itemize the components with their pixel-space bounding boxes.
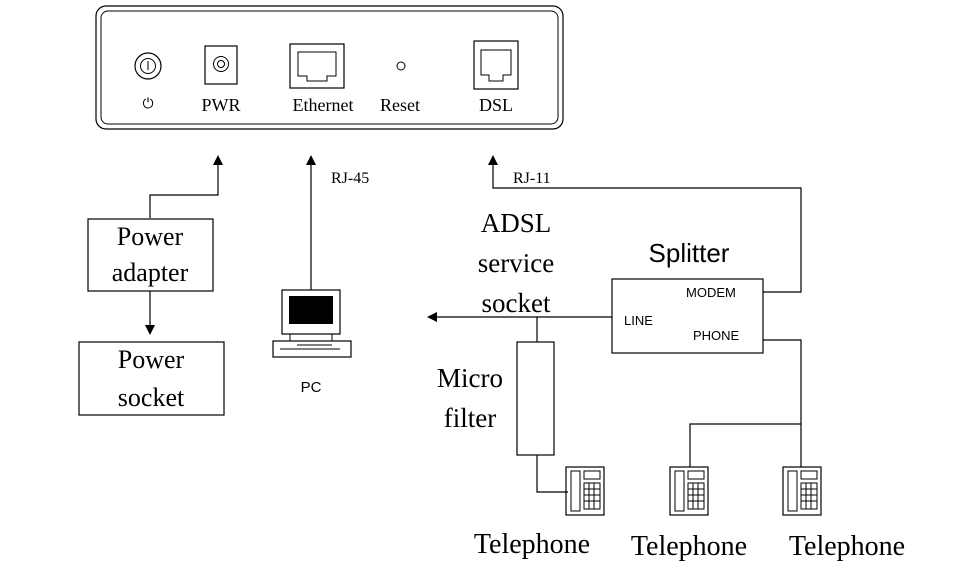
splitter-phone-port: PHONE xyxy=(693,328,740,343)
splitter-modem-port: MODEM xyxy=(686,285,736,300)
pwr-label: PWR xyxy=(201,95,240,115)
router-rear-panel xyxy=(95,5,564,130)
telephone-icon xyxy=(565,466,605,516)
telephone-label: Telephone xyxy=(474,529,590,560)
filter-to-phone-line xyxy=(536,455,568,493)
micro-filter-label-line1: Micro xyxy=(437,363,503,393)
splitter-phone-line xyxy=(763,339,802,467)
reset-button[interactable] xyxy=(396,61,406,71)
telephone-icon xyxy=(669,466,709,516)
pc-label: PC xyxy=(301,379,322,396)
power-adapter-label-line2: adapter xyxy=(112,258,189,287)
splitter-box xyxy=(611,278,764,354)
phone-branch-line xyxy=(689,423,801,467)
adsl-socket-label-line3: socket xyxy=(482,288,551,318)
power-socket-label-line1: Power xyxy=(118,345,185,374)
ethernet-label: Ethernet xyxy=(293,95,354,115)
micro-filter-box xyxy=(516,341,555,456)
ethernet-port[interactable] xyxy=(289,43,345,89)
dsl-cable xyxy=(488,155,802,293)
pc-computer-icon xyxy=(272,289,352,358)
power-adapter-label-line1: Power xyxy=(117,222,184,251)
adsl-socket-label-line1: ADSL xyxy=(481,208,552,238)
telephone-label: Telephone xyxy=(631,531,747,562)
telephone-icon xyxy=(782,466,822,516)
splitter-line-port: LINE xyxy=(624,313,653,328)
telephone-label: Telephone xyxy=(789,531,905,562)
pwr-jack[interactable] xyxy=(204,45,238,85)
rj45-label: RJ-45 xyxy=(331,170,369,187)
power-cable xyxy=(149,155,223,218)
dsl-label: DSL xyxy=(479,95,513,115)
power-symbol-icon: ⏻ xyxy=(142,95,153,111)
splitter-title: Splitter xyxy=(649,238,730,268)
micro-filter-label-line2: filter xyxy=(444,403,496,433)
dsl-port[interactable] xyxy=(473,40,519,90)
adsl-socket-label-line2: service xyxy=(478,248,554,278)
power-socket-box xyxy=(78,341,225,416)
power-button[interactable] xyxy=(134,52,162,80)
power-socket-label-line2: socket xyxy=(118,383,185,412)
rj11-label: RJ-11 xyxy=(513,170,551,187)
reset-label: Reset xyxy=(380,95,420,115)
power-adapter-box xyxy=(87,218,214,292)
